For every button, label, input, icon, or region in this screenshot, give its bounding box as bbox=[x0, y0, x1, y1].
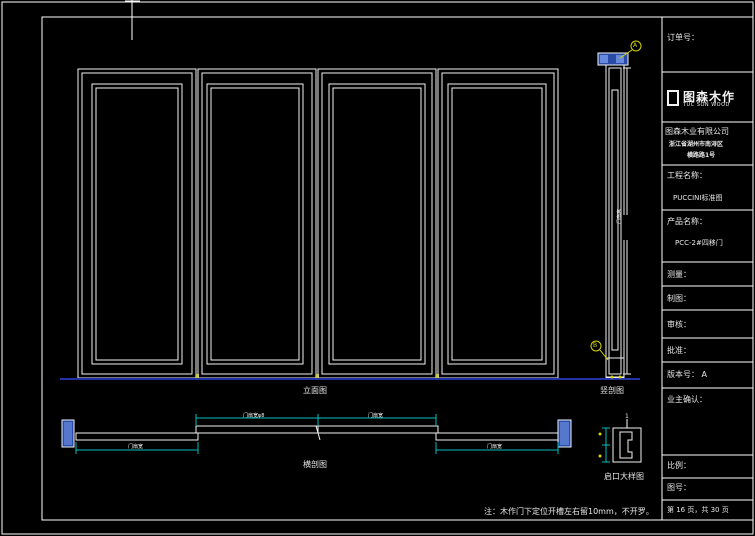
horizontal-section-title: 横剖图 bbox=[303, 460, 327, 469]
drawing-note: 注：木作门下定位开槽左右留10mm，不开罗。 bbox=[484, 507, 654, 516]
door-leaf-1 bbox=[77, 68, 197, 379]
vertical-section-view bbox=[597, 52, 631, 380]
version-value: A bbox=[701, 370, 708, 379]
project-label: 工程名称： bbox=[667, 171, 707, 180]
dim-width-c: 门扇宽 bbox=[128, 444, 144, 450]
drawing-no-label: 图号： bbox=[667, 483, 691, 492]
section-markers bbox=[590, 40, 642, 379]
elevation-view bbox=[77, 68, 559, 379]
owner-label: 业主确认： bbox=[667, 395, 707, 404]
dim-width-b: 门扇宽 bbox=[368, 413, 384, 419]
title-block-grid bbox=[662, 71, 753, 501]
dim-height: 门扇高 bbox=[617, 208, 623, 224]
version-label: 版本号： A bbox=[663, 370, 755, 380]
marker-a-label: A bbox=[633, 42, 638, 49]
scale-label: 比例： bbox=[667, 461, 691, 470]
rebate-detail-view bbox=[598, 419, 642, 463]
version-label-text: 版本号： bbox=[667, 370, 699, 379]
company-name: 图森木业有限公司 bbox=[665, 127, 729, 136]
page-info: 第 16 页，共 30 页 bbox=[667, 506, 729, 514]
dim-width-a: 门扇宽ψ8 bbox=[243, 413, 265, 419]
order-no-label: 订单号： bbox=[667, 33, 699, 42]
elevation-title: 立面图 bbox=[303, 386, 327, 395]
company-address-1: 浙江省湖州市南浔区 bbox=[669, 141, 724, 148]
door-leaf-4 bbox=[437, 68, 559, 379]
marker-b-label: B bbox=[593, 342, 598, 349]
logo-mark-icon bbox=[667, 90, 679, 106]
product-value: PCC-2#四移门 bbox=[675, 239, 723, 247]
draw-label: 制图： bbox=[667, 294, 691, 303]
company-logo: 图森木作 TUC SON WOOD bbox=[667, 87, 749, 111]
detail-title: 启口大样图 bbox=[604, 472, 644, 481]
measure-label: 测量： bbox=[667, 270, 691, 279]
project-value: PUCCINI标准图 bbox=[673, 194, 723, 202]
company-address-2: 横路路1号 bbox=[687, 152, 716, 159]
dim-width-d: 门扇宽 bbox=[487, 444, 503, 450]
approve-label: 批准： bbox=[667, 346, 691, 355]
door-leaf-3 bbox=[317, 68, 437, 379]
door-leaf-2 bbox=[197, 68, 317, 379]
product-label: 产品名称： bbox=[667, 217, 707, 226]
logo-sub-text: TUC SON WOOD bbox=[683, 102, 730, 108]
review-label: 审核： bbox=[667, 320, 691, 329]
logo-main-text: 图森木作 bbox=[683, 90, 736, 104]
horizontal-section-view bbox=[61, 414, 572, 454]
marker-detail-label: 1 bbox=[625, 413, 629, 420]
inner-frame bbox=[41, 16, 754, 521]
vertical-section-title: 竖剖图 bbox=[600, 386, 624, 395]
